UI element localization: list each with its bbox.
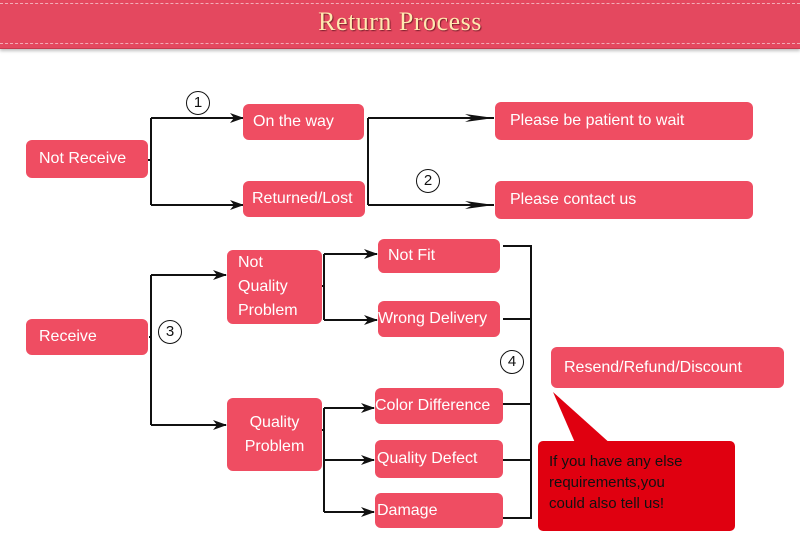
node-not-quality-problem: Not Quality Problem (227, 250, 322, 324)
quality-line-2: Problem (244, 437, 305, 455)
node-color-difference: Color Difference (375, 388, 503, 424)
node-not-fit: Not Fit (378, 239, 500, 273)
quality-line-1: Quality (249, 413, 300, 431)
note-line-3: could also tell us! (549, 495, 665, 512)
step-number-4: 4 (500, 350, 524, 374)
node-not-receive: Not Receive (26, 140, 148, 178)
banner-stitch-bottom (0, 43, 800, 44)
not-quality-line-3: Problem (238, 302, 298, 319)
node-returned-lost: Returned/Lost (243, 181, 365, 217)
note-line-1: If you have any else (549, 453, 683, 470)
page-title: Return Process (318, 7, 482, 36)
note-callout: If you have any else requirements,you co… (538, 441, 735, 531)
node-quality-defect: Quality Defect (375, 440, 503, 478)
node-on-the-way: On the way (243, 104, 364, 140)
note-line-2: requirements,you (549, 474, 665, 491)
step-number-2: 2 (416, 169, 440, 193)
connector-quality (322, 408, 325, 512)
banner-stitch-top (0, 3, 800, 4)
title-banner: Return Process (0, 0, 800, 49)
node-damage: Damage (375, 493, 503, 528)
node-receive: Receive (26, 319, 148, 355)
connector-not-quality (322, 254, 325, 320)
connector-resolution-bracket (503, 245, 532, 519)
not-quality-line-2: Quality (238, 278, 288, 295)
step-number-3: 3 (158, 320, 182, 344)
node-wrong-delivery: Wrong Delivery (378, 301, 500, 337)
node-please-wait: Please be patient to wait (495, 102, 753, 140)
node-quality-problem: Quality Problem (227, 398, 322, 471)
node-please-contact: Please contact us (495, 181, 753, 219)
not-quality-line-1: Not (238, 254, 263, 271)
node-resend-refund-discount: Resend/Refund/Discount (551, 347, 784, 388)
step-number-1: 1 (186, 91, 210, 115)
note-pointer (553, 392, 612, 445)
